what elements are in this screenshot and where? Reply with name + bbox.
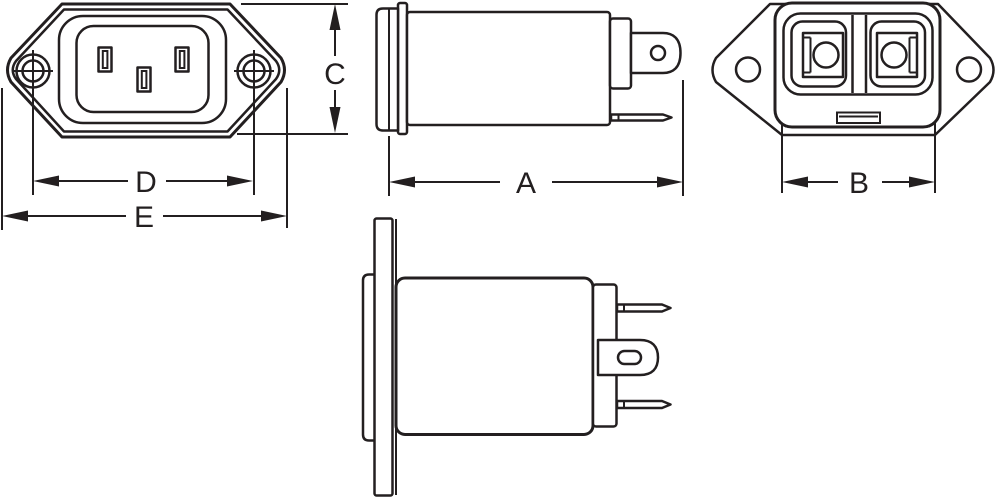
terminal-chamber-left [790, 20, 848, 88]
front-view [6, 2, 286, 139]
arrowhead-right [261, 210, 287, 222]
pin-center [136, 66, 152, 93]
pin-right [174, 46, 190, 73]
rear-terminal-view [711, 1, 995, 137]
filter-body [405, 10, 612, 127]
ground-slot [836, 111, 881, 124]
arrowhead-right [657, 176, 683, 188]
bezel-lip [361, 273, 376, 442]
terminal-chamber-right [869, 20, 927, 88]
terminal-pin-bottom [615, 399, 672, 410]
dimension-label-d: D [135, 166, 157, 199]
dimension-label-e: E [134, 201, 154, 234]
arrowhead-down [329, 107, 341, 133]
socket-recess-outer [57, 14, 228, 125]
arrowhead-right [227, 175, 253, 187]
mounting-hole-left [734, 56, 762, 83]
tab-hole [649, 44, 667, 62]
terminal-block [608, 17, 633, 90]
arrowhead-left [2, 210, 28, 222]
arrowhead-left [782, 176, 808, 188]
contact-hole [880, 41, 908, 69]
dimension-a: A [388, 80, 684, 200]
mounted-side-view [361, 217, 672, 497]
front-bezel [375, 7, 400, 132]
arrowhead-left [33, 175, 59, 187]
terminal-contact-left [801, 31, 845, 79]
socket-recess-inner [75, 24, 210, 114]
flange-outline-inner [11, 8, 281, 133]
pin-left [97, 46, 113, 73]
dimension-e: E [1, 88, 288, 234]
dimension-label-c: C [324, 58, 346, 91]
mounting-hole-right [955, 56, 983, 83]
panel-flange-plate [396, 1, 409, 136]
arrowhead-left [389, 176, 415, 188]
side-view [375, 1, 682, 136]
terminal-contact-right [875, 31, 919, 79]
quick-connect-tab [596, 338, 660, 377]
terminal-pin-top [615, 303, 672, 313]
filter-body [394, 276, 595, 436]
dimension-b: B [781, 123, 936, 200]
panel-flange-plate [373, 217, 394, 497]
arrowhead-up [329, 4, 341, 30]
contact-hole [812, 41, 840, 69]
dimension-d: D [32, 50, 255, 199]
dimension-label-a: A [516, 167, 536, 200]
dimension-label-b: B [849, 167, 869, 200]
terminal-cavity [782, 12, 934, 96]
tab-slot [616, 349, 643, 366]
terminal-pin [609, 113, 673, 122]
arrowhead-right [909, 176, 935, 188]
dimension-c: C [237, 3, 348, 135]
quick-connect-tab [629, 31, 682, 75]
